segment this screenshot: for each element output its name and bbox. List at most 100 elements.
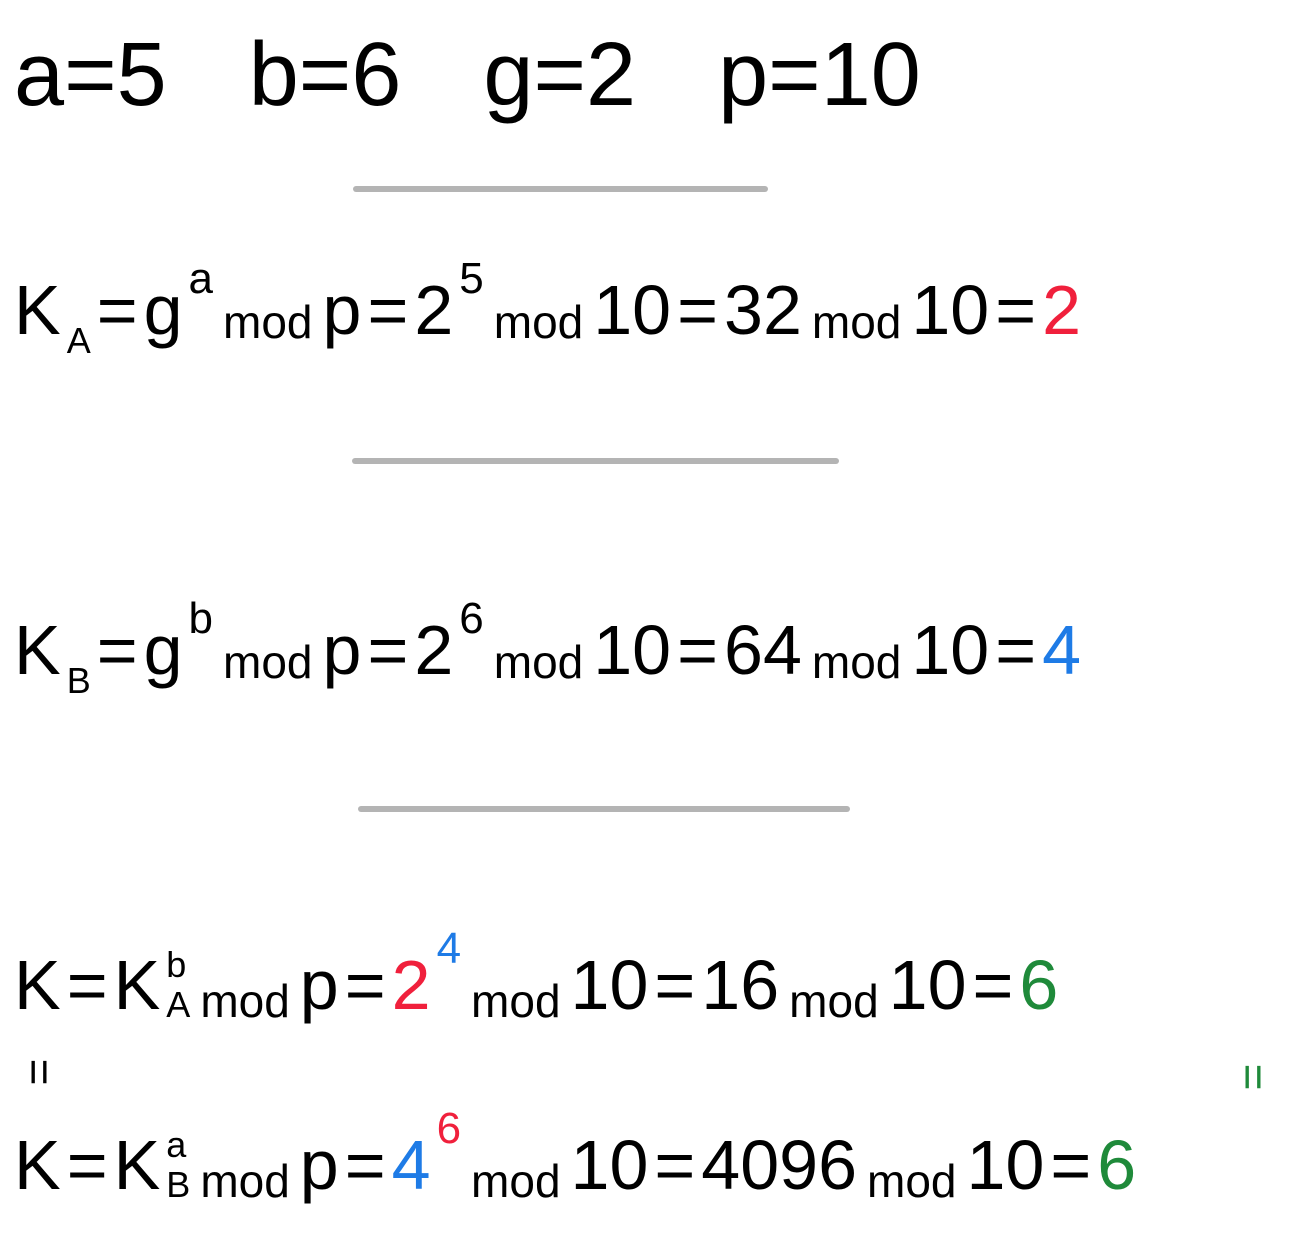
param-p: p=10	[718, 30, 921, 120]
equals-sign: =	[96, 611, 138, 689]
modulus-value: 10	[911, 611, 990, 689]
base-subscript: B	[166, 1163, 191, 1205]
power-value: 32	[724, 271, 802, 349]
numeric-base: 4	[391, 1125, 431, 1204]
parameters-line: a=5 b=6 g=2 p=10	[14, 30, 921, 120]
equals-sign: =	[995, 611, 1037, 689]
mod-operator: mod	[471, 975, 561, 1028]
lhs: K	[14, 1125, 61, 1204]
modulus: p	[299, 945, 339, 1024]
numeric-base: 2	[414, 611, 454, 689]
result: 2	[1042, 271, 1082, 349]
modulus-value: 10	[966, 1125, 1045, 1204]
power-value: 4096	[701, 1125, 858, 1204]
equals-sign: =	[66, 1125, 108, 1204]
equals-sign: =	[367, 611, 409, 689]
numeric-base: 2	[414, 271, 454, 349]
lhs: K	[14, 945, 61, 1024]
result-equivalence-mark: =	[1227, 1063, 1280, 1091]
exponent: b	[188, 594, 214, 643]
base: g	[143, 271, 183, 349]
equals-sign: =	[677, 271, 719, 349]
equals-sign: =	[1050, 1125, 1092, 1204]
equals-sign: =	[654, 1125, 696, 1204]
mod-operator: mod	[200, 1155, 290, 1208]
modulus: p	[299, 1125, 339, 1204]
power-value: 16	[701, 945, 780, 1024]
modulus: p	[322, 611, 362, 689]
param-a: a=5	[14, 30, 167, 120]
result: 6	[1019, 945, 1059, 1024]
param-value: 6	[351, 25, 402, 125]
separator-line	[352, 458, 839, 464]
equals-sign: =	[768, 25, 821, 125]
mod-operator: mod	[200, 975, 290, 1028]
lhs-subscript: A	[66, 320, 91, 361]
param-value: 10	[820, 25, 921, 125]
equals-sign: =	[677, 611, 719, 689]
modulus-value: 10	[911, 271, 990, 349]
numeric-base: 2	[391, 945, 431, 1024]
mod-operator: mod	[223, 296, 313, 348]
equals-sign: =	[96, 271, 138, 349]
base: g	[143, 611, 183, 689]
equals-sign: =	[64, 25, 117, 125]
separator-line	[358, 806, 850, 812]
param-g: g=2	[483, 30, 636, 120]
numeric-exponent: 6	[436, 1104, 462, 1153]
equals-sign: =	[298, 25, 352, 125]
param-b: b=6	[249, 30, 402, 120]
separator-line	[353, 186, 768, 192]
modulus-value: 10	[888, 945, 967, 1024]
equals-sign: =	[654, 945, 696, 1024]
modulus-value: 10	[593, 271, 672, 349]
exponent: a	[188, 254, 214, 303]
base: K	[113, 945, 161, 1024]
lhs: K	[14, 611, 61, 689]
param-name: a	[14, 25, 65, 125]
mod-operator: mod	[223, 636, 313, 688]
equals-sign: =	[972, 945, 1014, 1024]
modulus-value: 10	[570, 1125, 649, 1204]
param-name: g	[483, 25, 534, 125]
numeric-exponent: 4	[436, 924, 462, 973]
mod-operator: mod	[493, 636, 584, 688]
numeric-exponent: 5	[459, 254, 484, 303]
equals-sign: =	[995, 271, 1037, 349]
exponent: b	[166, 944, 187, 985]
base: K	[113, 1125, 161, 1204]
base-subscript: A	[166, 983, 191, 1025]
result: 6	[1097, 1125, 1137, 1204]
mod-operator: mod	[811, 636, 902, 688]
mod-operator: mod	[811, 296, 902, 348]
lhs: K	[14, 271, 61, 349]
mod-operator: mod	[493, 296, 584, 348]
equals-sign: =	[367, 271, 409, 349]
param-value: 2	[586, 25, 637, 125]
param-value: 5	[116, 25, 167, 125]
equals-sign: =	[344, 945, 386, 1024]
mod-operator: mod	[789, 975, 879, 1028]
modulus-value: 10	[593, 611, 672, 689]
lhs-subscript: B	[66, 660, 91, 701]
modulus: p	[322, 271, 362, 349]
numeric-exponent: 6	[459, 594, 484, 643]
modulus-value: 10	[570, 945, 649, 1024]
param-name: p	[718, 25, 769, 125]
equals-sign: =	[344, 1125, 386, 1204]
mod-operator: mod	[867, 1155, 957, 1208]
power-value: 64	[724, 611, 802, 689]
result: 4	[1042, 611, 1082, 689]
param-name: b	[248, 25, 299, 125]
exponent: a	[166, 1124, 187, 1165]
mod-operator: mod	[471, 1155, 561, 1208]
equals-sign: =	[533, 25, 586, 125]
equivalence-mark: =	[13, 1058, 66, 1086]
equals-sign: =	[66, 945, 108, 1024]
